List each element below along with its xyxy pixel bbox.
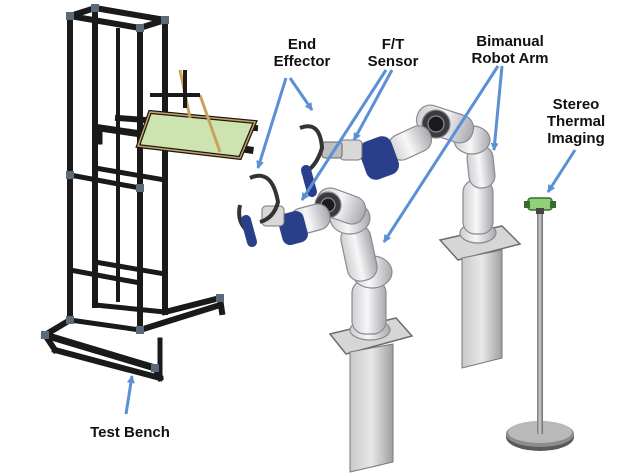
arrow-robot-arm-left: [382, 65, 500, 243]
arrow-test-bench: [124, 375, 135, 415]
specimen-tray: [135, 69, 258, 161]
arrow-ft-sensor-left: [300, 69, 388, 201]
arrow-end-effector-right: [288, 77, 314, 111]
test-bench-joints: [41, 4, 224, 372]
arrow-end-effector-left: [256, 77, 288, 169]
label-end-effector: End Effector: [273, 36, 331, 70]
robot-arm-front: [289, 187, 393, 341]
arrow-ft-sensor-right: [352, 69, 394, 141]
robot-arm-back: [387, 104, 497, 244]
pedestal-back: [438, 225, 522, 369]
arrow-stereo-thermal: [546, 149, 577, 193]
label-test-bench: Test Bench: [90, 424, 170, 441]
arrow-robot-arm-right: [490, 65, 504, 151]
gripper-back: [299, 124, 399, 197]
label-bimanual-robot-arm: Bimanual Robot Arm: [471, 33, 549, 67]
pedestal-front: [328, 317, 414, 473]
test-bench: [40, 4, 259, 383]
callout-arrows: [124, 65, 577, 415]
label-ft-sensor: F/T Sensor: [367, 36, 419, 70]
label-stereo-thermal-imaging: Stereo Thermal Imaging: [546, 96, 606, 147]
thermal-camera-stand: [506, 212, 574, 451]
gripper-front: [237, 173, 308, 247]
stereo-thermal-camera: [524, 197, 556, 214]
